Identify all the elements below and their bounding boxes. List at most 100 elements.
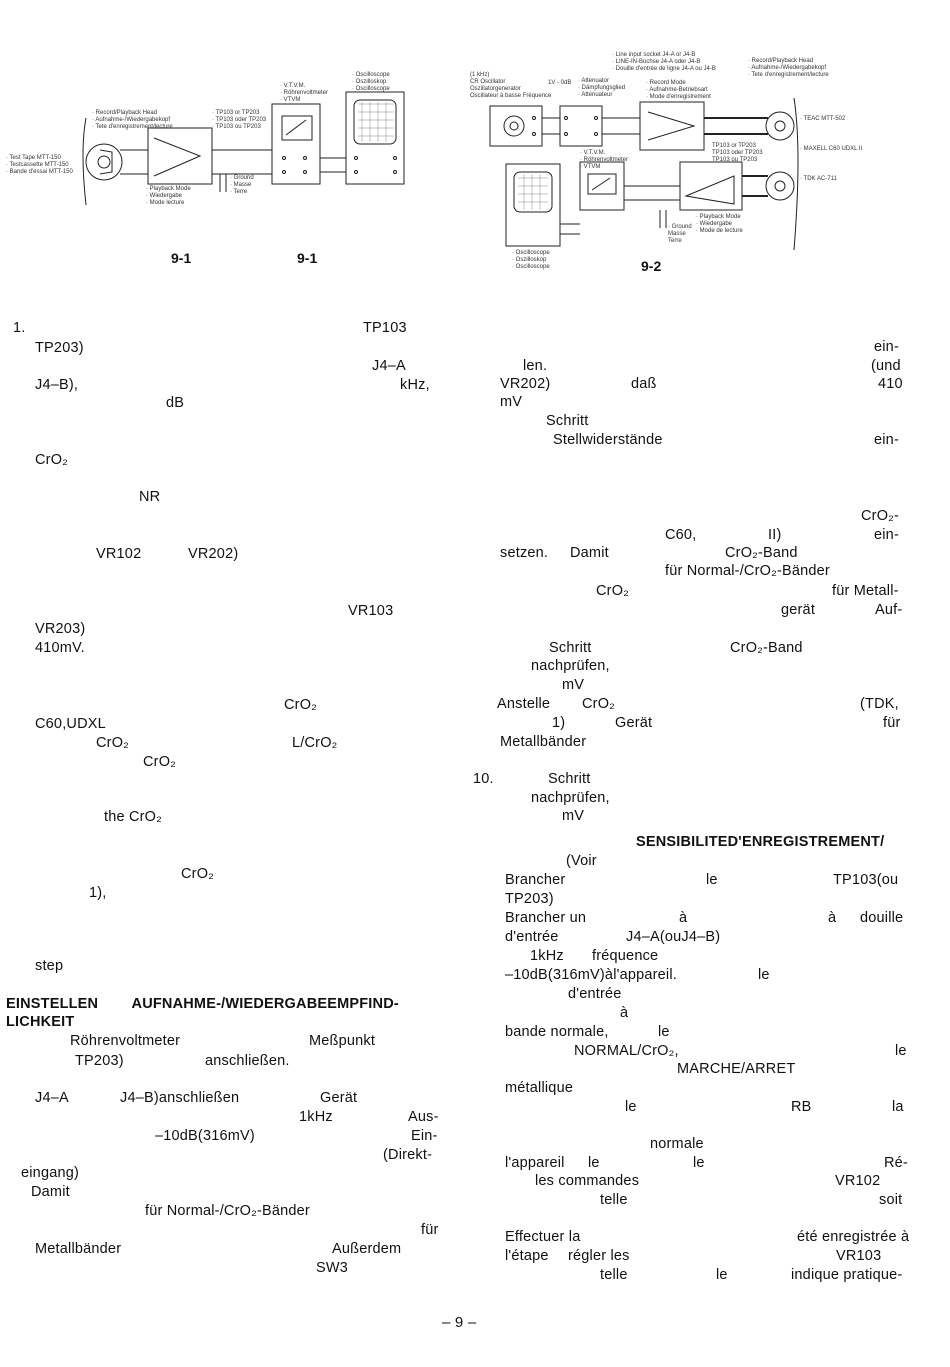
text-fragment: 1), <box>89 885 107 901</box>
text-fragment: Schritt <box>546 413 589 429</box>
text-fragment: le <box>588 1155 600 1171</box>
text-fragment: nachprüfen, <box>531 790 610 806</box>
text-fragment: Auf- <box>875 602 903 618</box>
text-fragment: J4–B)anschließen <box>120 1090 240 1106</box>
text-fragment: für <box>883 715 901 731</box>
text-fragment: CrO₂- <box>861 508 900 524</box>
fig1-ground-label: · Ground · Masse · Terre <box>230 175 254 195</box>
text-fragment: J4–A <box>372 358 406 374</box>
text-fragment: d'entrée <box>505 929 559 945</box>
text-fragment: 410 <box>878 376 903 392</box>
text-fragment: 1kHz <box>530 948 564 964</box>
text-fragment: Anstelle <box>497 696 551 712</box>
text-fragment: la <box>892 1099 904 1115</box>
text-fragment: Damit <box>31 1184 70 1200</box>
text-fragment: NORMAL/CrO₂, <box>574 1043 679 1059</box>
text-fragment: CrO₂ <box>96 735 130 751</box>
text-fragment: (und <box>871 358 901 374</box>
text-fragment: l'étape <box>505 1248 549 1264</box>
fig1-caption-left: 9-1 <box>171 250 192 266</box>
text-fragment: VR102 <box>835 1173 881 1189</box>
text-fragment: le <box>758 967 770 983</box>
text-fragment: à <box>620 1005 629 1021</box>
text-fragment: CrO₂-Band <box>730 640 803 656</box>
fig2-osc-label: · Oscilloscope · Oszilloskop · Oscillosc… <box>512 250 550 270</box>
text-fragment: Aus- <box>408 1109 439 1125</box>
text-fragment: Außerdem <box>332 1241 402 1257</box>
text-fragment: dB <box>166 395 185 411</box>
text-fragment: 1kHz <box>299 1109 333 1125</box>
text-fragment: Röhrenvoltmeter <box>70 1033 181 1049</box>
text-fragment: –10dB(316mV)àl'appareil. <box>505 967 678 983</box>
text-fragment: VR102 <box>96 546 142 562</box>
text-fragment: (Direkt- <box>383 1147 433 1163</box>
left-heading-1: EINSTELLEN AUFNAHME-/WIEDERGABEEMPFIND- <box>6 996 399 1012</box>
text-fragment: L/CrO₂ <box>292 735 338 751</box>
fig2-tp-label: TP103 or TP203 TP103 oder TP203 TP103 ou… <box>712 143 763 163</box>
text-fragment: C60,UDXL <box>35 716 106 732</box>
fig1-caption-right: 9-1 <box>297 250 318 266</box>
text-fragment: mV <box>500 394 523 410</box>
text-fragment: CrO₂ <box>284 697 318 713</box>
text-fragment: à <box>828 910 837 926</box>
text-fragment: gerät <box>781 602 816 618</box>
text-fragment: ein- <box>874 527 899 543</box>
text-fragment: Ré- <box>884 1155 908 1171</box>
text-fragment: the CrO₂ <box>104 809 162 825</box>
text-fragment: d'entrée <box>568 986 622 1002</box>
text-fragment: eingang) <box>21 1165 80 1181</box>
fig2-caption: 9-2 <box>641 258 662 274</box>
fig2-line-label: · Line input socket J4-A or J4-B · LINE-… <box>612 52 716 72</box>
text-fragment: Stellwiderstände <box>553 432 663 448</box>
text-fragment: TP203) <box>35 340 84 356</box>
fig2-tapes-label: · TEAC MTT-502 · MAXELL C60 UDXL II · TD… <box>800 116 863 182</box>
text-fragment: CrO₂ <box>181 866 215 882</box>
record-deck-box <box>639 101 705 151</box>
text-fragment: à <box>679 910 688 926</box>
text-fragment: len. <box>523 358 548 374</box>
fig2-playback-label: · Playback Mode · Wiedergabe · Mode de l… <box>696 214 743 234</box>
text-fragment: le <box>716 1267 728 1283</box>
text-fragment: daß <box>631 376 657 392</box>
fig1-tp-label: · TP103 or TP203 · TP103 oder TP203 · TP… <box>212 110 267 130</box>
text-fragment: VR202) <box>500 376 551 392</box>
text-fragment: für Normal-/CrO₂-Bänder <box>665 563 830 579</box>
fig2-record-mode-label: · Record Mode · Aufnahme-Betriebsart · M… <box>646 80 711 100</box>
text-fragment: telle <box>600 1192 628 1208</box>
text-fragment: mV <box>562 677 585 693</box>
figure-9-2-drawing <box>489 97 799 251</box>
text-fragment: NR <box>139 489 161 505</box>
text-fragment: für Normal-/CrO₂-Bänder <box>145 1203 310 1219</box>
text-fragment: les commandes <box>535 1173 640 1189</box>
text-fragment: VR202) <box>188 546 239 562</box>
text-fragment: TP103 <box>363 320 407 336</box>
fig1-tape-label: · Test Tape MTT-150 · Testcassette MTT-1… <box>6 155 73 175</box>
text-fragment: VR103 <box>836 1248 882 1264</box>
record-head-icon <box>765 111 795 141</box>
text-fragment: l'appareil <box>505 1155 565 1171</box>
figure-9-1-drawing <box>82 91 405 206</box>
fig2-ground-label: · Ground Masse Terre <box>668 224 692 244</box>
text-fragment: Schritt <box>549 640 592 656</box>
text-fragment: VR203) <box>35 621 86 637</box>
text-fragment: J4–A(ouJ4–B) <box>626 929 721 945</box>
text-fragment: 1) <box>552 715 566 731</box>
text-fragment: le <box>658 1024 670 1040</box>
fig2-head-label: · Record/Playback Head · Aufnahme-/Wiede… <box>748 58 829 78</box>
page-number: – 9 – <box>442 1314 477 1331</box>
text-fragment: (Voir <box>566 853 597 869</box>
oscilloscope-box <box>345 91 405 185</box>
fig1-vtvm-label: · V.T.V.M. · Röhrenvoltmeter · VTVM <box>280 83 329 103</box>
text-fragment: step <box>35 958 64 974</box>
fig2-vtvm-label: · V.T.V.M. · Röhrenvoltmeter · VTVM <box>580 150 629 170</box>
text-fragment: (TDK, <box>860 696 899 712</box>
text-fragment: TP203) <box>505 891 554 907</box>
text-fragment: nachprüfen, <box>531 658 610 674</box>
text-fragment: 1. <box>13 320 26 336</box>
text-fragment: régler les <box>568 1248 630 1264</box>
text-fragment: normale <box>650 1136 704 1152</box>
text-fragment: J4–A <box>35 1090 69 1106</box>
text-fragment: le <box>706 872 718 888</box>
deck-box <box>147 127 213 185</box>
text-fragment: 10. <box>473 771 494 787</box>
